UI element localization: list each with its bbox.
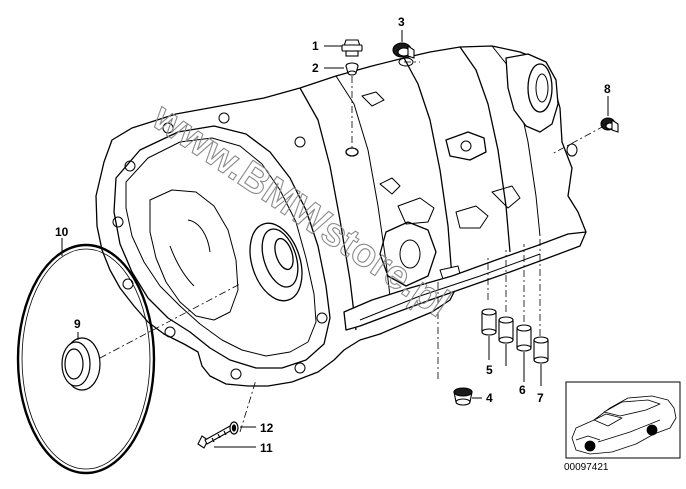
part-3-screw-plug	[392, 42, 415, 59]
callout-6: 6	[519, 383, 526, 397]
part-5-sleeve	[481, 308, 497, 336]
leader-lines	[61, 30, 609, 448]
callout-7: 7	[537, 391, 544, 405]
part-4-drain-plug	[453, 387, 473, 406]
part-9-shaft-seal	[61, 337, 101, 391]
callout-2: 2	[312, 61, 319, 75]
reference-id: 00097421	[564, 462, 609, 473]
part-7-sleeve	[516, 324, 532, 352]
callout-12: 12	[260, 421, 274, 435]
part-12-washer	[229, 421, 239, 435]
part-2-sealing-washer	[345, 62, 359, 76]
callout-4: 4	[486, 391, 493, 405]
vehicle-thumbnail: 00097421	[564, 381, 681, 473]
part-11-bolt	[197, 425, 233, 449]
callout-5: 5	[486, 363, 493, 377]
callout-9: 9	[74, 317, 81, 331]
part-1-breather-cap	[341, 39, 363, 57]
guide-lines	[99, 61, 605, 433]
callout-11: 11	[260, 441, 273, 455]
transmission-housing	[95, 45, 587, 387]
callout-8: 8	[604, 82, 611, 96]
part-8-screw-plug	[600, 117, 619, 133]
part-10-gasket-ring	[16, 243, 156, 475]
callout-1: 1	[312, 39, 319, 53]
part-7b-sleeve	[533, 336, 549, 364]
callout-10: 10	[55, 225, 69, 239]
car-icon	[571, 395, 677, 455]
part-6-sleeve	[498, 316, 514, 344]
callout-3: 3	[398, 15, 405, 29]
callout-labels: 1 2 3 8 4 5 6 7 9 10 12 11	[55, 15, 611, 455]
